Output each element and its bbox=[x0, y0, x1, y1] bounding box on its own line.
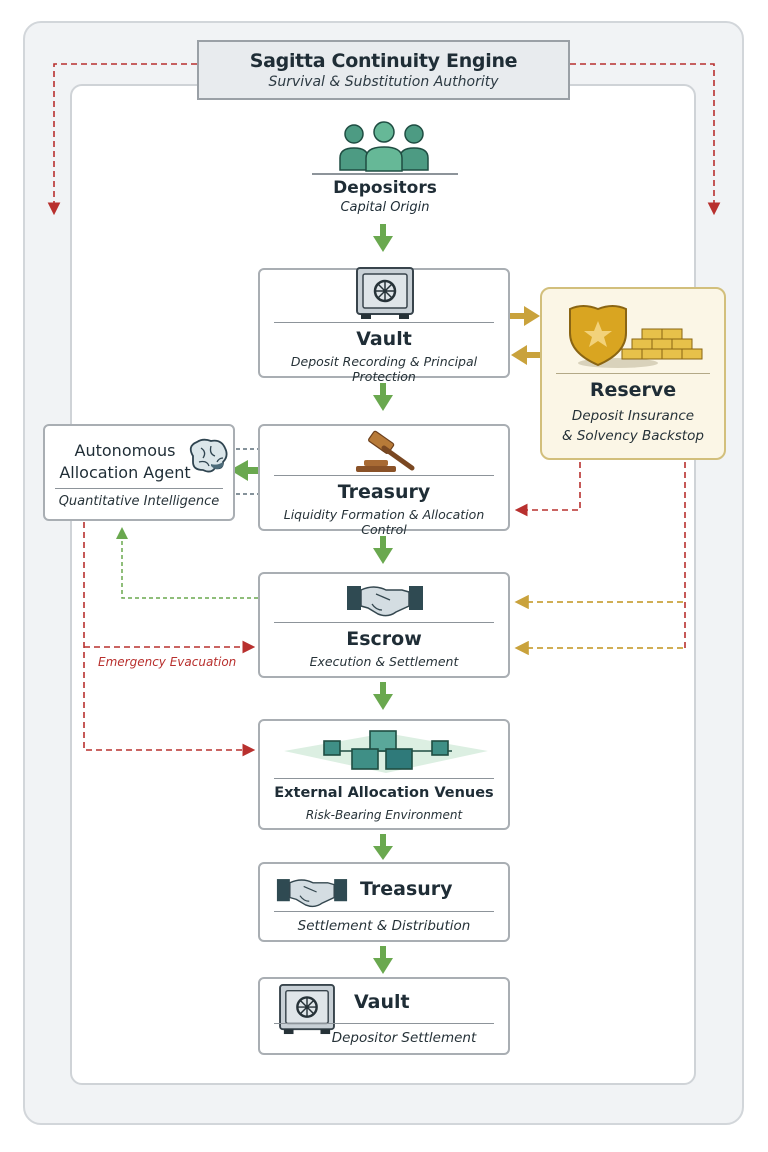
reserve-title: Reserve bbox=[589, 379, 677, 401]
node-vault-settlement[interactable]: Vault Depositor Settlement bbox=[258, 977, 510, 1055]
treasury-settlement-subtitle: Settlement & Distribution bbox=[297, 918, 471, 934]
escrow-subtitle: Execution & Settlement bbox=[309, 654, 459, 669]
divider bbox=[556, 373, 710, 374]
agent-title-line2: Allocation Agent bbox=[59, 463, 191, 482]
handshake-icon bbox=[276, 879, 348, 908]
engine-subtitle: Survival & Substitution Authority bbox=[268, 74, 499, 90]
venues-title: External Allocation Venues bbox=[274, 785, 494, 801]
network-cubes-icon bbox=[284, 730, 488, 773]
emergency-loop-left bbox=[47, 63, 197, 216]
vault-settlement-subtitle: Depositor Settlement bbox=[331, 1030, 477, 1046]
depositors-subtitle: Capital Origin bbox=[340, 200, 430, 215]
depositors-title: Depositors bbox=[333, 178, 437, 198]
divider bbox=[274, 475, 494, 476]
users-group-icon bbox=[339, 121, 429, 172]
vault-settlement-title: Vault bbox=[354, 991, 410, 1013]
node-treasury-settlement[interactable]: Treasury Settlement & Distribution bbox=[258, 862, 510, 942]
treasury-title: Treasury bbox=[337, 481, 431, 503]
divider bbox=[274, 622, 494, 623]
vault-subtitle: Deposit Recording & Principal Protection bbox=[290, 354, 478, 384]
safe-icon bbox=[356, 267, 414, 319]
emergency-evacuation-label: Emergency Evacuation bbox=[98, 655, 237, 669]
treasury-settlement-title: Treasury bbox=[360, 878, 453, 900]
reserve-subtitle-line2: & Solvency Backstop bbox=[562, 428, 704, 444]
node-vault[interactable]: Vault Deposit Recording & Principal Prot… bbox=[258, 267, 510, 384]
node-escrow[interactable]: Escrow Execution & Settlement bbox=[258, 572, 510, 678]
flow-arrows bbox=[230, 224, 393, 974]
vault-title: Vault bbox=[356, 328, 412, 350]
gavel-icon bbox=[356, 430, 415, 472]
handshake-icon bbox=[347, 586, 423, 617]
brain-icon bbox=[189, 438, 228, 473]
agent-title-line1: Autonomous bbox=[74, 441, 176, 460]
divider bbox=[274, 322, 494, 323]
node-allocation-agent[interactable]: Autonomous Allocation Agent Quantitative… bbox=[43, 424, 235, 521]
engine-title: Sagitta Continuity Engine bbox=[249, 50, 518, 72]
divider bbox=[274, 911, 494, 912]
escrow-title: Escrow bbox=[346, 628, 422, 650]
agent-subtitle: Quantitative Intelligence bbox=[58, 494, 220, 509]
engine-header: Sagitta Continuity Engine Survival & Sub… bbox=[197, 40, 570, 100]
emergency-loop-right bbox=[570, 63, 721, 216]
divider bbox=[274, 1023, 494, 1024]
venues-subtitle: Risk-Bearing Environment bbox=[305, 808, 463, 822]
node-depositors[interactable]: Depositors Capital Origin bbox=[300, 116, 470, 226]
divider bbox=[274, 778, 494, 779]
safe-icon bbox=[279, 983, 335, 1035]
node-reserve[interactable]: Reserve Deposit Insurance & Solvency Bac… bbox=[540, 287, 726, 460]
divider bbox=[55, 488, 223, 489]
shield-gold-bars-icon bbox=[569, 305, 703, 368]
divider bbox=[312, 173, 458, 175]
treasury-subtitle: Liquidity Formation & Allocation Control bbox=[283, 507, 485, 537]
node-treasury[interactable]: Treasury Liquidity Formation & Allocatio… bbox=[258, 424, 510, 537]
reserve-subtitle-line1: Deposit Insurance bbox=[571, 408, 695, 424]
node-external-venues[interactable]: External Allocation Venues Risk-Bearing … bbox=[258, 719, 510, 830]
